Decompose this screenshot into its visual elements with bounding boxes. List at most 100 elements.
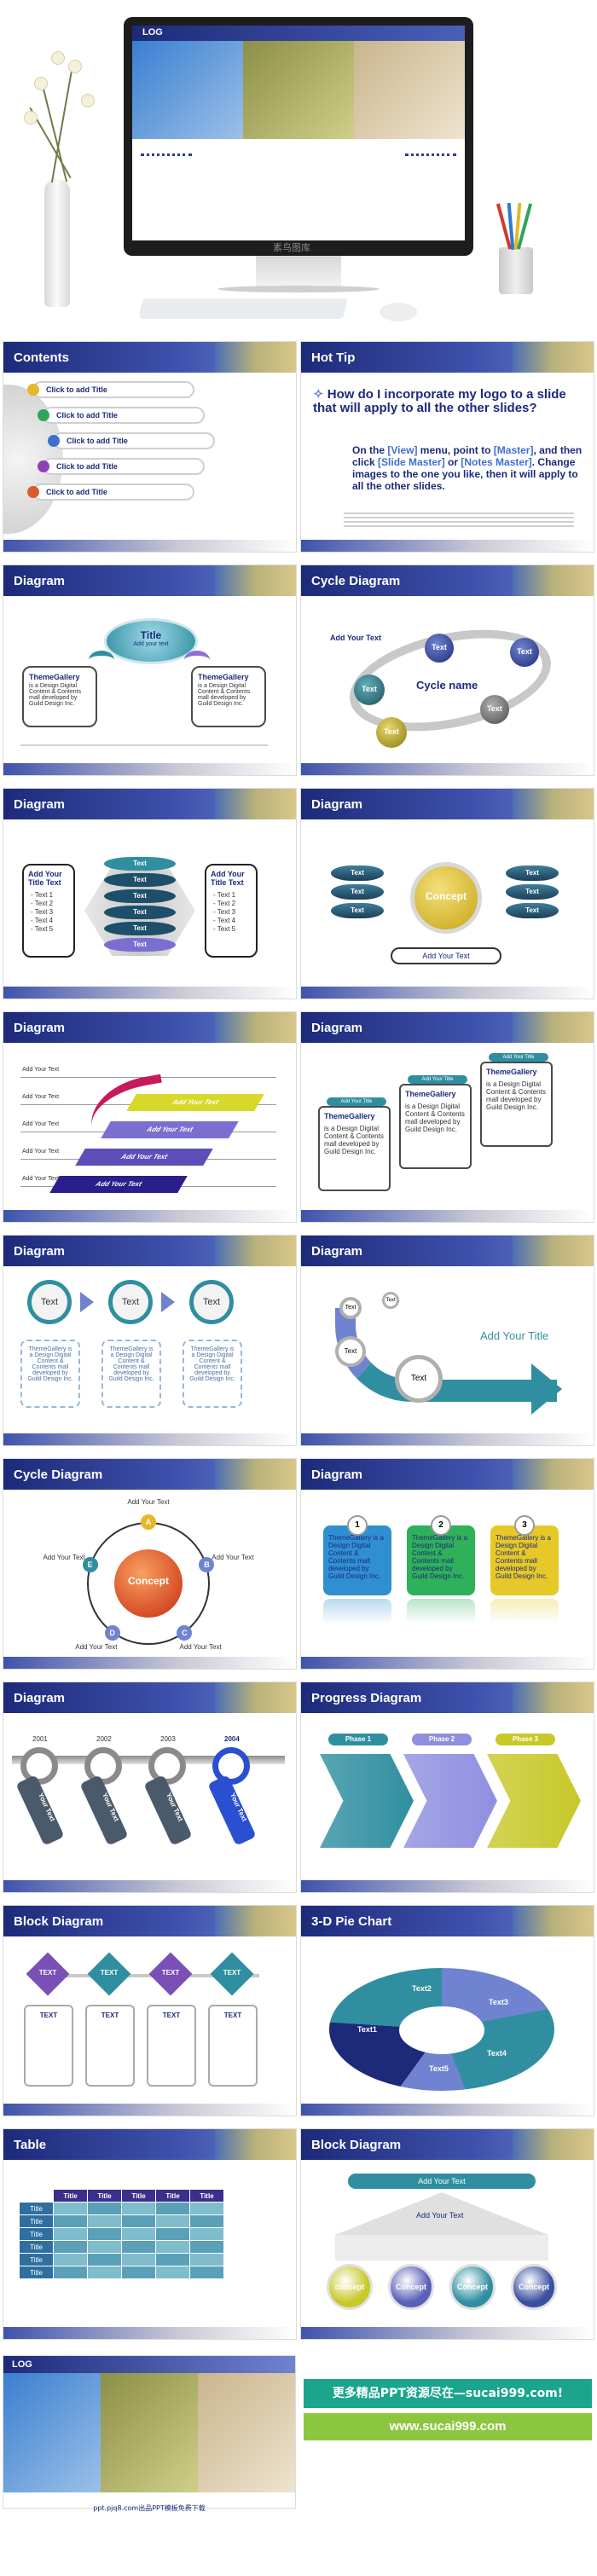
promo-banner[interactable]: 更多精品PPT资源尽在—sucai999.com! [304, 2379, 592, 2408]
left-arrow-curve [89, 651, 114, 669]
slide-title: Diagram [14, 797, 66, 812]
keyboard [138, 298, 348, 319]
timeline-tab: Your Text [15, 1774, 65, 1846]
table-cell [53, 2240, 88, 2254]
slide-title: Contents [14, 350, 69, 365]
arrow-circle: Text [395, 1355, 443, 1403]
cylinder-segment: Text [104, 873, 176, 887]
cycle-node-label: Add Your Text [212, 1553, 254, 1561]
pie-slice-label: Text5 [429, 2064, 449, 2073]
right-info-box: ThemeGallery is a Design Digital Content… [191, 666, 266, 727]
slide-diagram-numbered: Diagram ThemeGallery is a Design Digital… [300, 1458, 594, 1670]
slide-header-bar [301, 565, 594, 596]
header-photo-strip [513, 565, 594, 596]
card-reflection [490, 1599, 559, 1624]
slide-footer-bar [3, 1210, 296, 1222]
slide-footer-bar [301, 763, 594, 775]
block-box: TEXT [24, 2005, 73, 2087]
banner-photo-beige [198, 2373, 295, 2492]
bullet-item: - Text 1 [31, 891, 54, 899]
slide-header-bar [301, 1459, 594, 1490]
table-row: Title [19, 2266, 224, 2279]
contents-item[interactable]: Click to add Title [27, 483, 194, 501]
cylinder-segment: Text [331, 865, 384, 881]
node-label: Text [517, 647, 532, 656]
promo-url-link[interactable]: www.sucai999.com [304, 2413, 592, 2440]
table-cell [53, 2266, 88, 2279]
closing-slide: LOG ppt.pjq8.com出品PPT模板免费下载 [0, 2353, 298, 2576]
contents-item[interactable]: Click to add Title [38, 407, 205, 424]
slide-title: 3-D Pie Chart [311, 1914, 392, 1929]
box-tab: Add Your Title [489, 1053, 548, 1062]
cycle-letter-node: D [104, 1625, 120, 1641]
slide-header-bar [3, 1682, 296, 1713]
concept-circle: Concept [114, 1549, 183, 1618]
slide-title: Cycle Diagram [14, 1467, 103, 1482]
cycle-node-label: Add Your Text [179, 1643, 222, 1652]
table-corner-cell [19, 2189, 54, 2203]
slide-footer-bar [3, 2327, 296, 2339]
card-number-badge: 1 [347, 1515, 368, 1536]
hot-tip-answer: On the [View] menu, point to [Master], a… [352, 444, 583, 492]
box-body: is a Design Digital Content & Contents m… [29, 683, 82, 707]
answer-highlight: [Slide Master] [378, 456, 445, 468]
monitor-stand-base [217, 286, 380, 292]
header-photo-strip [215, 1682, 296, 1713]
chevron-right-icon [80, 1292, 94, 1312]
cycle-node: Text [354, 674, 385, 705]
table-cell [87, 2240, 122, 2254]
cycle-node-label: Add Your Text [75, 1643, 118, 1652]
guide-label: Add Your Text [22, 1094, 60, 1100]
table-cell [155, 2253, 190, 2266]
slide-header-bar [3, 1012, 296, 1043]
concept-circle: Concept [410, 862, 482, 934]
bullet-item: - Text 4 [213, 917, 236, 924]
answer-highlight: [Master] [493, 444, 534, 456]
table-cell [87, 2253, 122, 2266]
table-row: Title [19, 2214, 224, 2228]
screen-title-bar: LOG [132, 26, 465, 41]
contents-item[interactable]: Click to add Title [27, 381, 194, 398]
guide-label: Add Your Text [22, 1176, 60, 1182]
cycle-name: Cycle name [416, 679, 478, 692]
dotted-line [405, 153, 456, 156]
pie-slice-label: Text1 [357, 2025, 377, 2034]
dotted-line [141, 153, 192, 156]
mouse [380, 303, 417, 321]
arrow-circle: Text [339, 1297, 362, 1319]
slide-title: Hot Tip [311, 350, 356, 365]
block-diamond-label: TEXT [100, 1969, 119, 1977]
cylinder-segment: Text [331, 884, 384, 900]
contents-item[interactable]: Click to add Title [38, 458, 205, 475]
table-cell [53, 2214, 88, 2228]
slide-header-bar [3, 1459, 296, 1490]
contents-item[interactable]: Click to add Title [48, 432, 215, 449]
block-connector [29, 1974, 259, 1977]
log-label: LOG [142, 27, 163, 38]
header-photo-strip [215, 1236, 296, 1266]
numbered-card: ThemeGallery is a Design Digital Content… [490, 1525, 559, 1595]
slide-header-bar [3, 565, 296, 596]
cylinder-segment: Text [331, 903, 384, 918]
text-circle: Text [27, 1280, 72, 1324]
slide-title: Cycle Diagram [311, 574, 401, 588]
bullet-icon: ✧ [313, 387, 327, 402]
box-heading: Add Your Title Text [211, 870, 245, 887]
table-header-cell: Title [155, 2189, 190, 2203]
slide-header-bar [301, 1236, 594, 1266]
box-tab: Add Your Title [408, 1075, 467, 1084]
slide-title: Diagram [311, 1244, 363, 1259]
cycle-letter-node: E [82, 1556, 98, 1572]
table-cell [189, 2227, 224, 2241]
slide-footer-bar [3, 1433, 296, 1445]
table-cell [189, 2266, 224, 2279]
slide-title: Diagram [14, 1691, 66, 1705]
mid-label: Add Your Text [416, 2211, 464, 2220]
header-photo-strip [513, 789, 594, 819]
cycle-node-label: Add Your Text [127, 1498, 170, 1506]
bullet-dot-icon [38, 409, 49, 421]
bullet-item: - Text 2 [31, 900, 54, 907]
cycle-letter-node: A [141, 1514, 156, 1530]
bullet-dot-icon [48, 435, 60, 447]
